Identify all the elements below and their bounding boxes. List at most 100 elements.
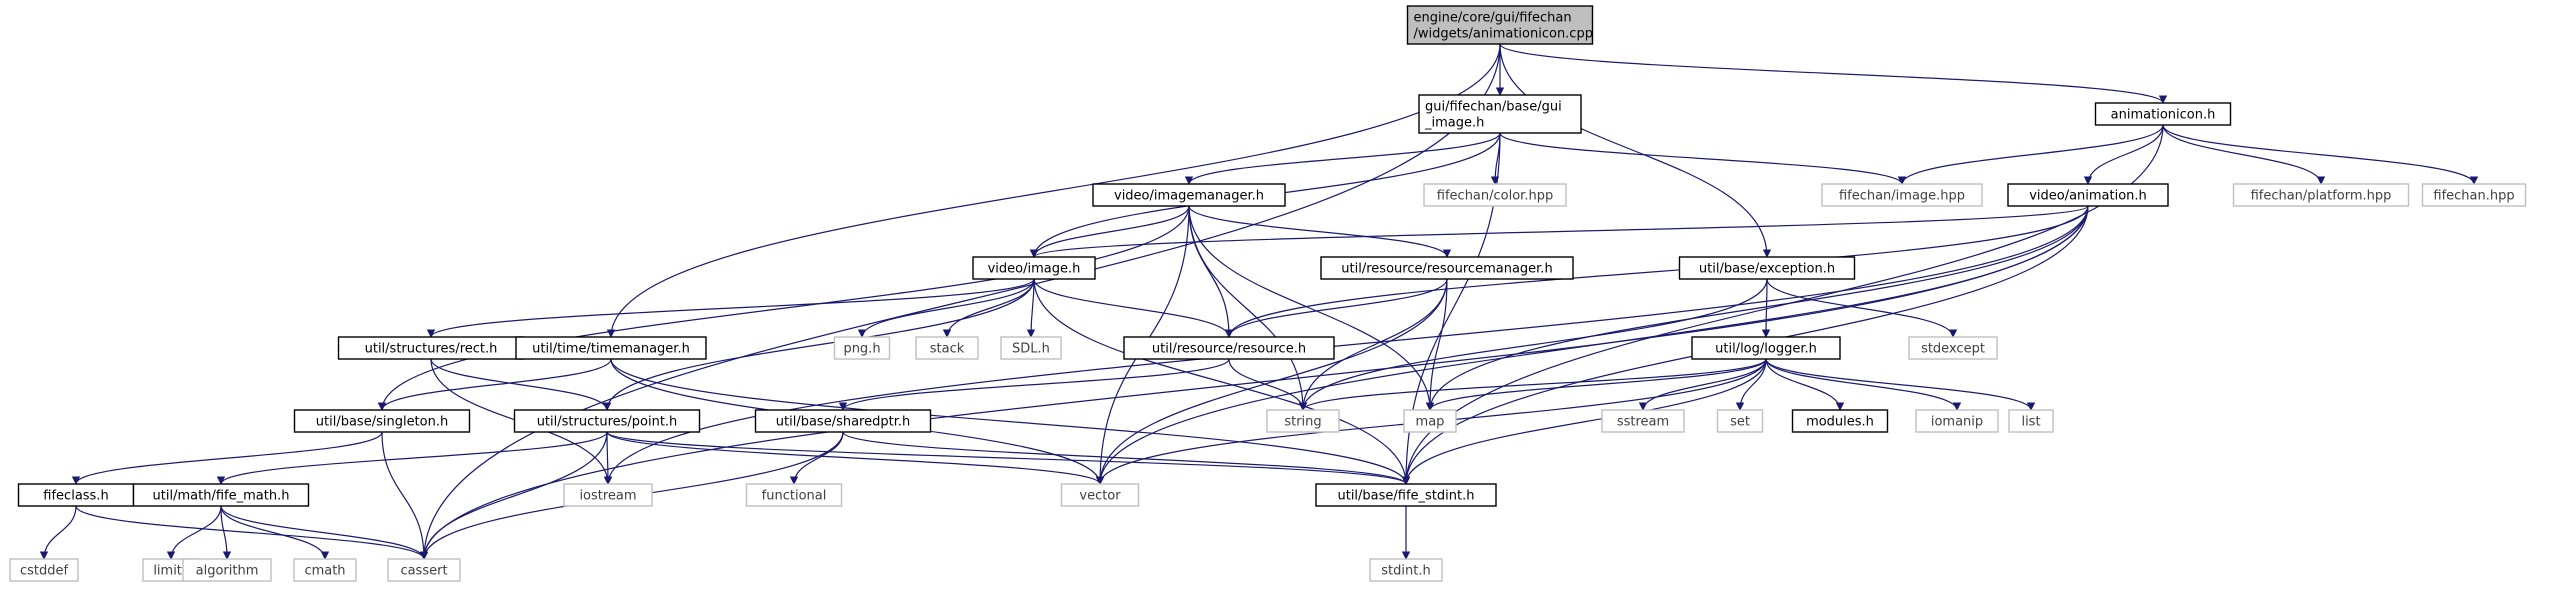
node-label-stack: stack bbox=[930, 342, 965, 357]
edge-logger-to-map bbox=[1425, 358, 1767, 411]
node-label-functional: functional bbox=[762, 489, 827, 504]
node-resourcemanager[interactable]: util/resource/resourcemanager.h bbox=[1320, 256, 1574, 280]
node-label-set: set bbox=[1730, 415, 1750, 430]
node-label-rect: util/structures/rect.h bbox=[365, 342, 498, 357]
node-label-resourcemanager: util/resource/resourcemanager.h bbox=[1341, 262, 1552, 277]
node-sstream: sstream bbox=[1601, 409, 1685, 433]
edge-image-to-rect bbox=[426, 278, 1035, 338]
node-box-iostream bbox=[563, 483, 653, 507]
edge-fife_math-to-limits bbox=[166, 505, 222, 560]
node-fc_image: fifechan/image.hpp bbox=[1821, 183, 1983, 207]
node-animation[interactable]: video/animation.h bbox=[2007, 183, 2169, 207]
node-box-vector bbox=[1060, 483, 1140, 507]
node-box-resourcemanager bbox=[1320, 256, 1574, 280]
node-root[interactable]: engine/core/gui/fifechan/widgets/animati… bbox=[1406, 5, 1594, 45]
node-resource[interactable]: util/resource/resource.h bbox=[1123, 336, 1335, 360]
node-fife_math[interactable]: util/math/fife_math.h bbox=[132, 483, 310, 507]
node-fife_stdint[interactable]: util/base/fife_stdint.h bbox=[1315, 483, 1497, 507]
node-iomanip: iomanip bbox=[1915, 409, 1999, 433]
node-label-png: png.h bbox=[843, 342, 880, 357]
edge-animationicon-to-fc_platform bbox=[2162, 124, 2326, 185]
node-box-animation bbox=[2007, 183, 2169, 207]
node-fc_platform: fifechan/platform.hpp bbox=[2232, 183, 2410, 207]
node-label-stdint: stdint.h bbox=[1381, 564, 1430, 579]
node-logger[interactable]: util/log/logger.h bbox=[1691, 336, 1841, 360]
node-box-cstddef bbox=[9, 558, 79, 582]
node-box-resource bbox=[1123, 336, 1335, 360]
edge-singleton-to-fifeclass bbox=[71, 431, 383, 485]
edge-gui_image-to-fc_image bbox=[1499, 132, 1907, 185]
node-label-root: engine/core/gui/fifechan bbox=[1414, 11, 1572, 26]
node-modules[interactable]: modules.h bbox=[1791, 409, 1889, 433]
node-box-sharedptr bbox=[754, 409, 932, 433]
node-map: map bbox=[1403, 409, 1457, 433]
node-label-list: list bbox=[2021, 415, 2040, 430]
edge-point-to-cassert bbox=[419, 431, 608, 560]
node-stack: stack bbox=[915, 336, 979, 360]
edge-fife_math-to-cmath bbox=[220, 505, 330, 560]
node-box-iomanip bbox=[1915, 409, 1999, 433]
edge-timemanager-to-fife_stdint bbox=[610, 358, 1411, 485]
node-algorithm: algorithm bbox=[182, 558, 272, 582]
node-label-modules: modules.h bbox=[1806, 415, 1874, 430]
node-stdint: stdint.h bbox=[1369, 558, 1443, 582]
node-label-gui_image: _image.h bbox=[1424, 116, 1484, 131]
node-box-cassert bbox=[387, 558, 461, 582]
node-label-sharedptr: util/base/sharedptr.h bbox=[776, 415, 910, 430]
node-rect[interactable]: util/structures/rect.h bbox=[337, 336, 525, 360]
node-vector: vector bbox=[1060, 483, 1140, 507]
node-label-image: video/image.h bbox=[988, 262, 1081, 277]
node-label-point: util/structures/point.h bbox=[537, 415, 678, 430]
node-fc_color: fifechan/color.hpp bbox=[1423, 183, 1567, 207]
edge-point-to-vector bbox=[606, 431, 1105, 485]
node-box-point bbox=[513, 409, 701, 433]
node-label-map: map bbox=[1416, 415, 1445, 430]
node-label-iostream: iostream bbox=[579, 489, 636, 504]
node-label-singleton: util/base/singleton.h bbox=[316, 415, 448, 430]
edge-sharedptr-to-fife_stdint bbox=[842, 431, 1411, 485]
edge-root-to-timemanager bbox=[606, 43, 1501, 338]
edge-rect-to-point bbox=[430, 358, 612, 411]
file-nodes: engine/core/gui/fifechan/widgets/animati… bbox=[9, 5, 2527, 582]
node-animationicon[interactable]: animationicon.h bbox=[2094, 102, 2232, 126]
node-label-imagemanager: video/imagemanager.h bbox=[1114, 189, 1264, 204]
edge-exception-to-stdexcept bbox=[1766, 278, 1958, 338]
node-box-fc_platform bbox=[2232, 183, 2410, 207]
node-fifeclass[interactable]: fifeclass.h bbox=[17, 483, 135, 507]
node-box-animationicon bbox=[2094, 102, 2232, 126]
node-label-string: string bbox=[1284, 415, 1321, 430]
edge-logger-to-string bbox=[1298, 358, 1767, 411]
node-box-imagemanager bbox=[1092, 183, 1286, 207]
node-box-algorithm bbox=[182, 558, 272, 582]
node-label-iomanip: iomanip bbox=[1931, 415, 1983, 430]
node-stdexcept: stdexcept bbox=[1908, 336, 1998, 360]
node-label-vector: vector bbox=[1079, 489, 1121, 504]
node-gui_image[interactable]: gui/fifechan/base/gui_image.h bbox=[1418, 94, 1582, 134]
node-exception[interactable]: util/base/exception.h bbox=[1678, 256, 1856, 280]
edge-logger-to-sstream bbox=[1638, 358, 1767, 411]
node-timemanager[interactable]: util/time/timemanager.h bbox=[515, 336, 707, 360]
edge-fife_math-to-algorithm bbox=[220, 505, 232, 560]
node-box-gui_image bbox=[1418, 94, 1582, 134]
edge-fifeclass-to-cstddef bbox=[39, 505, 77, 560]
edge-image-to-point bbox=[602, 278, 1035, 411]
node-box-fife_math bbox=[132, 483, 310, 507]
node-image[interactable]: video/image.h bbox=[972, 256, 1096, 280]
node-label-fc_platform: fifechan/platform.hpp bbox=[2251, 189, 2392, 204]
node-point[interactable]: util/structures/point.h bbox=[513, 409, 701, 433]
node-imagemanager[interactable]: video/imagemanager.h bbox=[1092, 183, 1286, 207]
node-label-fife_stdint: util/base/fife_stdint.h bbox=[1337, 489, 1474, 504]
node-label-gui_image: gui/fifechan/base/gui bbox=[1425, 100, 1562, 115]
edge-imagemanager-to-resource bbox=[1188, 205, 1234, 338]
edge-resourcemanager-to-resource bbox=[1224, 278, 1448, 338]
node-label-exception: util/base/exception.h bbox=[1699, 262, 1835, 277]
edge-logger-to-list bbox=[1765, 358, 2036, 411]
node-label-animation: video/animation.h bbox=[2029, 189, 2147, 204]
node-sharedptr[interactable]: util/base/sharedptr.h bbox=[754, 409, 932, 433]
edge-logger-to-iomanip bbox=[1765, 358, 1962, 411]
edge-imagemanager-to-map bbox=[1188, 205, 1435, 411]
edge-animationicon-to-animation bbox=[2083, 124, 2164, 185]
node-singleton[interactable]: util/base/singleton.h bbox=[293, 409, 471, 433]
node-box-image bbox=[972, 256, 1096, 280]
node-box-sstream bbox=[1601, 409, 1685, 433]
